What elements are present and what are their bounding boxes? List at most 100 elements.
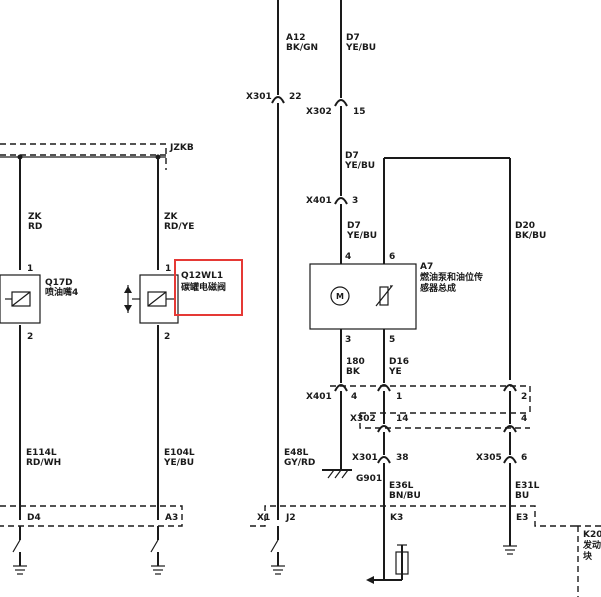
x401-bot-pin2: 2 (521, 392, 527, 402)
a12-label: A12 (286, 33, 306, 43)
k20-name-1: 发动 (582, 539, 601, 551)
ground-icon (270, 526, 285, 575)
zk-left-color: RD (28, 222, 42, 232)
q12wl1-component (124, 274, 179, 324)
wire-d20 (383, 157, 511, 380)
e114l-label: E114L (26, 448, 57, 458)
d20-color: BK/BU (515, 231, 546, 241)
motor-icon: M (330, 286, 350, 306)
d20-label: D20 (515, 221, 535, 231)
e31l-label: E31L (515, 481, 540, 491)
pin-e3: E3 (516, 513, 528, 523)
x302-top-pin: 15 (353, 107, 366, 117)
a7-name-2: 感器总成 (420, 282, 456, 294)
a7-pin6: 6 (389, 252, 395, 262)
pin-k3: K3 (390, 513, 403, 523)
wire-a12 (271, 0, 285, 520)
q12wl1-pin2: 2 (164, 332, 170, 342)
a7-pin3: 3 (345, 335, 351, 345)
jzkb-label: JZKB (169, 143, 194, 153)
ground-icon (503, 540, 517, 555)
wire-d7 (334, 0, 348, 264)
x401-top-pin: 3 (352, 196, 358, 206)
q17d-name: 喷油嘴4 (45, 286, 78, 298)
pin-j2: J2 (285, 513, 296, 523)
zk-left-label: ZK (28, 212, 43, 222)
d16-color: YE (388, 367, 402, 377)
x302-bot-label: X302 (350, 414, 376, 424)
x401-bot-pin4: 4 (351, 392, 357, 402)
x301-top-label: X301 (246, 92, 272, 102)
d7-low-color: YE/BU (346, 231, 377, 241)
x301-top-pin: 22 (289, 92, 302, 102)
x401-bot-label: X401 (306, 392, 332, 402)
k20-id: K20 (583, 530, 601, 540)
wire-180 (334, 329, 348, 430)
q12wl1-name: 碳罐电磁阀 (181, 281, 226, 293)
q17d-pin1: 1 (27, 264, 33, 274)
a7-pin4: 4 (345, 252, 351, 262)
q17d-pin2: 2 (27, 332, 33, 342)
solenoid-coil-icon (147, 291, 174, 307)
wire-zk-mid (155, 154, 161, 520)
variable-resistor-icon (375, 285, 394, 307)
valve-arrow-icon (124, 285, 140, 313)
e114l-color: RD/WH (26, 458, 61, 468)
q12wl1-pin1: 1 (165, 264, 171, 274)
arrow-icon (366, 576, 402, 584)
wire-d20-lower (503, 384, 517, 540)
e104l-color: YE/BU (163, 458, 194, 468)
ecm-connector-frame (0, 505, 601, 597)
k20-name-2: 块 (583, 550, 593, 562)
g901-label: G901 (356, 474, 382, 484)
pin-a3: A3 (165, 513, 178, 523)
x305-pin: 6 (521, 453, 527, 463)
d7-mid-color: YE/BU (344, 161, 375, 171)
x301-bot-pin38: 38 (396, 453, 409, 463)
d7-mid-label: D7 (345, 151, 359, 161)
jzkb-block (0, 143, 167, 170)
d16-label: D16 (389, 357, 409, 367)
a7-pin5: 5 (389, 335, 395, 345)
solenoid-coil-icon (5, 291, 31, 307)
a7-name-1: 燃油泵和油位传 (420, 271, 483, 283)
ground-icon (322, 430, 352, 479)
x302-top-label: X302 (306, 107, 332, 117)
w180-color: BK (346, 367, 361, 377)
q17d-id: Q17D (45, 278, 73, 288)
x302-bot-pin14: 14 (396, 414, 409, 424)
e104l-label: E104L (164, 448, 195, 458)
wire-d16 (377, 329, 391, 580)
x401-top-label: X401 (306, 196, 332, 206)
e48l-color: GY/RD (284, 458, 315, 468)
q12wl1-highlight-box (174, 259, 243, 316)
q12wl1-id: Q12WL1 (181, 271, 223, 281)
e36l-label: E36L (389, 481, 414, 491)
wire-zk-left (17, 154, 23, 520)
x305-label: X305 (476, 453, 502, 463)
ground-icon (12, 526, 27, 575)
w180-label: 180 (346, 357, 365, 367)
resistor-icon (395, 544, 409, 580)
x401-bot-pin1: 1 (396, 392, 402, 402)
ground-icon (150, 526, 165, 575)
a7-component: M (309, 263, 417, 330)
d7-low-label: D7 (347, 221, 361, 231)
pin-x1: X1 (257, 513, 270, 523)
pin-d4: D4 (27, 513, 41, 523)
x301-bot-label: X301 (352, 453, 378, 463)
e36l-color: BN/BU (389, 491, 421, 501)
e31l-color: BU (515, 491, 529, 501)
d7-top-label: D7 (346, 33, 360, 43)
a7-id: A7 (420, 262, 433, 272)
zk-mid-color: RD/YE (164, 222, 194, 232)
a12-color: BK/GN (286, 43, 318, 53)
zk-mid-label: ZK (164, 212, 179, 222)
d7-top-color: YE/BU (345, 43, 376, 53)
x302-bot-pin4: 4 (521, 414, 527, 424)
q17d-component (0, 274, 41, 324)
svg-text:M: M (336, 292, 344, 301)
e48l-label: E48L (284, 448, 309, 458)
connector-frames (330, 385, 531, 429)
